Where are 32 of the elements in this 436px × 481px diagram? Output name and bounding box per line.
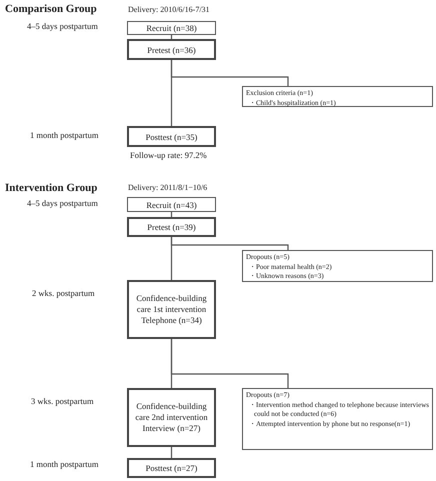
box-text: Confidence-building care 2nd intervention Interview (n=27) bbox=[134, 401, 209, 434]
timepoint-label: 3 wks. postpartum bbox=[31, 397, 94, 406]
timepoint-label: 4–5 days postpartum bbox=[27, 199, 98, 208]
box-text: Recruit (n=38) bbox=[146, 23, 197, 33]
follow-up-rate: Follow-up rate: 97.2% bbox=[130, 151, 207, 160]
process-box bbox=[127, 217, 216, 237]
timepoint-label: 1 month postpartum bbox=[30, 460, 98, 468]
box-text: Posttest (n=35) bbox=[146, 132, 198, 142]
box-text: Posttest (n=27) bbox=[146, 463, 198, 473]
exclusion-box bbox=[242, 250, 433, 282]
process-box bbox=[127, 126, 216, 147]
process-box bbox=[127, 21, 216, 35]
group-heading: Intervention Group bbox=[5, 183, 98, 194]
exclusion-box bbox=[242, 86, 433, 107]
connector-line bbox=[170, 237, 289, 250]
box-text: Pretest (n=36) bbox=[147, 44, 196, 54]
connector-line bbox=[170, 60, 289, 86]
box-text: Recruit (n=43) bbox=[146, 200, 197, 210]
process-box bbox=[127, 39, 216, 60]
exclusion-box bbox=[242, 388, 433, 450]
timepoint-label: 4–5 days postpartum bbox=[27, 22, 98, 30]
process-box bbox=[127, 280, 216, 339]
box-text: Confidence-building care 1st intervention Telephone (n=34) bbox=[135, 293, 208, 326]
box-text: Pretest (n=39) bbox=[147, 222, 196, 232]
group-heading: Comparison Group bbox=[5, 4, 97, 15]
timepoint-label: 2 wks. postpartum bbox=[32, 289, 95, 298]
process-box bbox=[127, 458, 216, 478]
connector-line bbox=[170, 339, 289, 388]
process-box bbox=[127, 197, 216, 212]
timepoint-label: 1 month postpartum bbox=[30, 131, 98, 140]
process-box bbox=[127, 388, 216, 447]
connector-line bbox=[170, 447, 172, 458]
